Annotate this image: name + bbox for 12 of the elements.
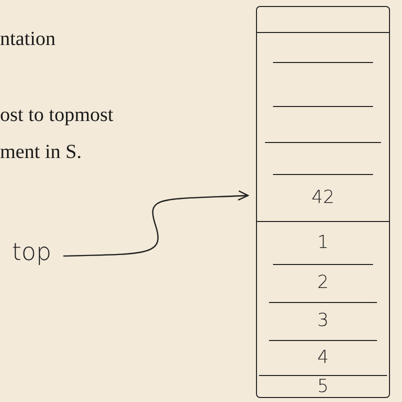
cell-value: 3 [317, 312, 329, 330]
text-line: ost to topmost [0, 104, 114, 127]
text-line: ntation [0, 28, 56, 51]
node-label: top [12, 240, 52, 264]
stack-box [256, 6, 390, 398]
text-line: ment in S. [0, 141, 82, 164]
cell-value: 42 [312, 189, 334, 208]
cell-value: 1 [317, 234, 329, 252]
cell-value: 2 [317, 274, 329, 292]
cell-value: 4 [317, 349, 329, 368]
cell-value: 5 [317, 378, 329, 396]
curved-arrow [63, 190, 249, 257]
